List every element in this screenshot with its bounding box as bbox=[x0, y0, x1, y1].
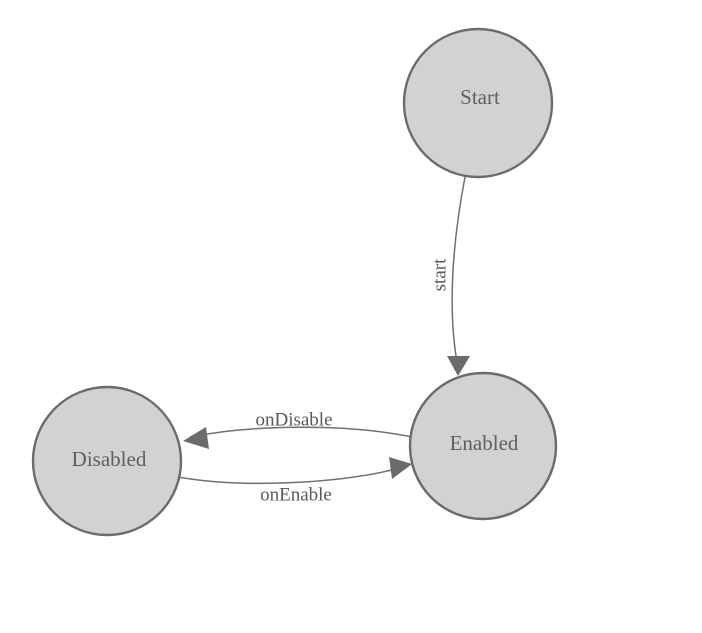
edge-start-to-enabled-arrowhead bbox=[447, 356, 470, 376]
edge-enabled-to-disabled-arrowhead bbox=[183, 427, 209, 449]
node-enabled-circle bbox=[408, 371, 558, 521]
node-disabled-label: Disabled bbox=[72, 447, 147, 471]
edge-disabled-to-enabled-path bbox=[177, 466, 405, 485]
edge-enabled-to-disabled-label: onDisable bbox=[255, 409, 332, 430]
node-disabled-circle bbox=[31, 385, 183, 537]
edge-disabled-to-enabled[interactable]: onEnable bbox=[177, 457, 412, 505]
node-start-label: Start bbox=[460, 85, 500, 109]
node-enabled[interactable]: Enabled bbox=[408, 371, 558, 521]
node-enabled-label: Enabled bbox=[450, 431, 519, 455]
edge-start-to-enabled-path bbox=[451, 176, 466, 363]
edge-enabled-to-disabled[interactable]: onDisable bbox=[183, 409, 413, 449]
edge-disabled-to-enabled-label: onEnable bbox=[260, 484, 332, 505]
node-start-circle bbox=[402, 27, 554, 179]
node-disabled[interactable]: Disabled bbox=[31, 385, 183, 537]
edge-start-to-enabled[interactable]: start bbox=[429, 176, 470, 376]
edge-enabled-to-disabled-path bbox=[189, 426, 413, 438]
edge-start-to-enabled-label: start bbox=[429, 258, 450, 291]
node-start[interactable]: Start bbox=[402, 27, 554, 179]
edge-disabled-to-enabled-arrowhead bbox=[389, 457, 412, 479]
